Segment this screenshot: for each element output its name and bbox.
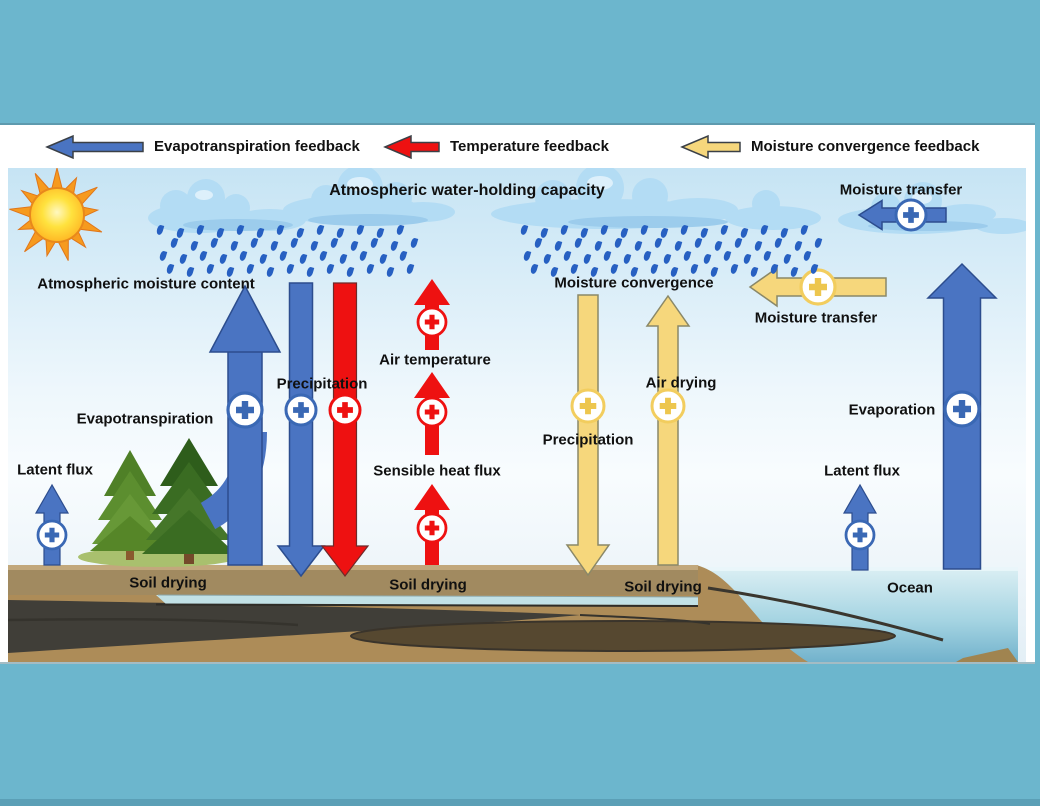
label-ocean: Ocean (887, 579, 933, 597)
plus-badge-air-temperature-mid (416, 396, 448, 428)
label-air-drying: Air drying (645, 374, 717, 392)
label-latent-flux-right: Latent flux (824, 462, 900, 480)
legend-item-moisture-convergence-feedback: Moisture convergence feedback (680, 134, 979, 160)
left-arrow-icon (45, 134, 144, 159)
label-evapotranspiration: Evapotranspiration (76, 410, 214, 428)
cloud-icon-center (491, 168, 821, 230)
legend-label: Temperature feedback (450, 138, 609, 155)
left-arrow-icon (680, 134, 741, 159)
label-soil-drying-left: Soil drying (129, 574, 207, 592)
sun-icon (9, 168, 103, 261)
evapotranspiration-arrow (200, 284, 282, 566)
plus-badge-moisture-transfer-yellow (799, 268, 837, 306)
left-arrow-icon (383, 134, 440, 159)
plus-badge-precipitation-yellow (570, 388, 606, 424)
label-atmospheric-water-holding-capacity: Atmospheric water-holding capacity (329, 182, 605, 199)
legend-label: Moisture convergence feedback (751, 138, 980, 155)
trees-icon (78, 438, 238, 567)
soil-ground (8, 565, 1018, 662)
diagram: Atmospheric water-holding capacity Moist… (8, 168, 1026, 662)
temperature-arrow-red (320, 282, 370, 577)
legend: Evapotranspiration feedback Temperature … (0, 125, 1035, 168)
label-soil-drying-center: Soil drying (389, 576, 467, 594)
label-precipitation-left: Precipitation (276, 375, 368, 393)
label-air-temperature: Air temperature (379, 351, 491, 369)
label-atmospheric-moisture-content: Atmospheric moisture content (37, 275, 255, 293)
plus-badge-air-drying (650, 388, 686, 424)
plus-badge-evaporation (943, 390, 981, 428)
legend-item-temperature-feedback: Temperature feedback (383, 134, 609, 160)
bottom-border (0, 799, 1040, 806)
label-evaporation: Evaporation (848, 401, 936, 419)
plus-badge-temperature (328, 393, 362, 427)
plus-badge-latent-left (36, 519, 68, 551)
plus-badge-sensible-heat (416, 512, 448, 544)
air-drying-arrow-yellow (645, 294, 691, 566)
label-soil-drying-right: Soil drying (624, 578, 702, 596)
precipitation-arrow-blue (276, 282, 326, 578)
figure-panel: Evapotranspiration feedback Temperature … (0, 123, 1035, 664)
label-latent-flux-left: Latent flux (17, 461, 93, 479)
label-moisture-convergence: Moisture convergence (554, 274, 714, 292)
precipitation-arrow-yellow (565, 294, 611, 577)
plus-badge-air-temperature-top (416, 306, 448, 338)
legend-item-evapotranspiration-feedback: Evapotranspiration feedback (45, 134, 360, 160)
label-moisture-transfer-right: Moisture transfer (754, 309, 878, 327)
label-moisture-transfer-top: Moisture transfer (839, 181, 963, 199)
diagram-canvas (8, 168, 1026, 662)
cloud-icon-left (148, 168, 455, 233)
plus-badge-latent-right (844, 519, 876, 551)
plus-badge-moisture-transfer-blue (894, 198, 928, 232)
label-sensible-heat-flux: Sensible heat flux (373, 462, 501, 480)
legend-label: Evapotranspiration feedback (154, 138, 360, 155)
label-precipitation-center: Precipitation (542, 431, 634, 449)
plus-badge-precipitation-blue (284, 393, 318, 427)
plus-badge-evapotranspiration (226, 391, 264, 429)
